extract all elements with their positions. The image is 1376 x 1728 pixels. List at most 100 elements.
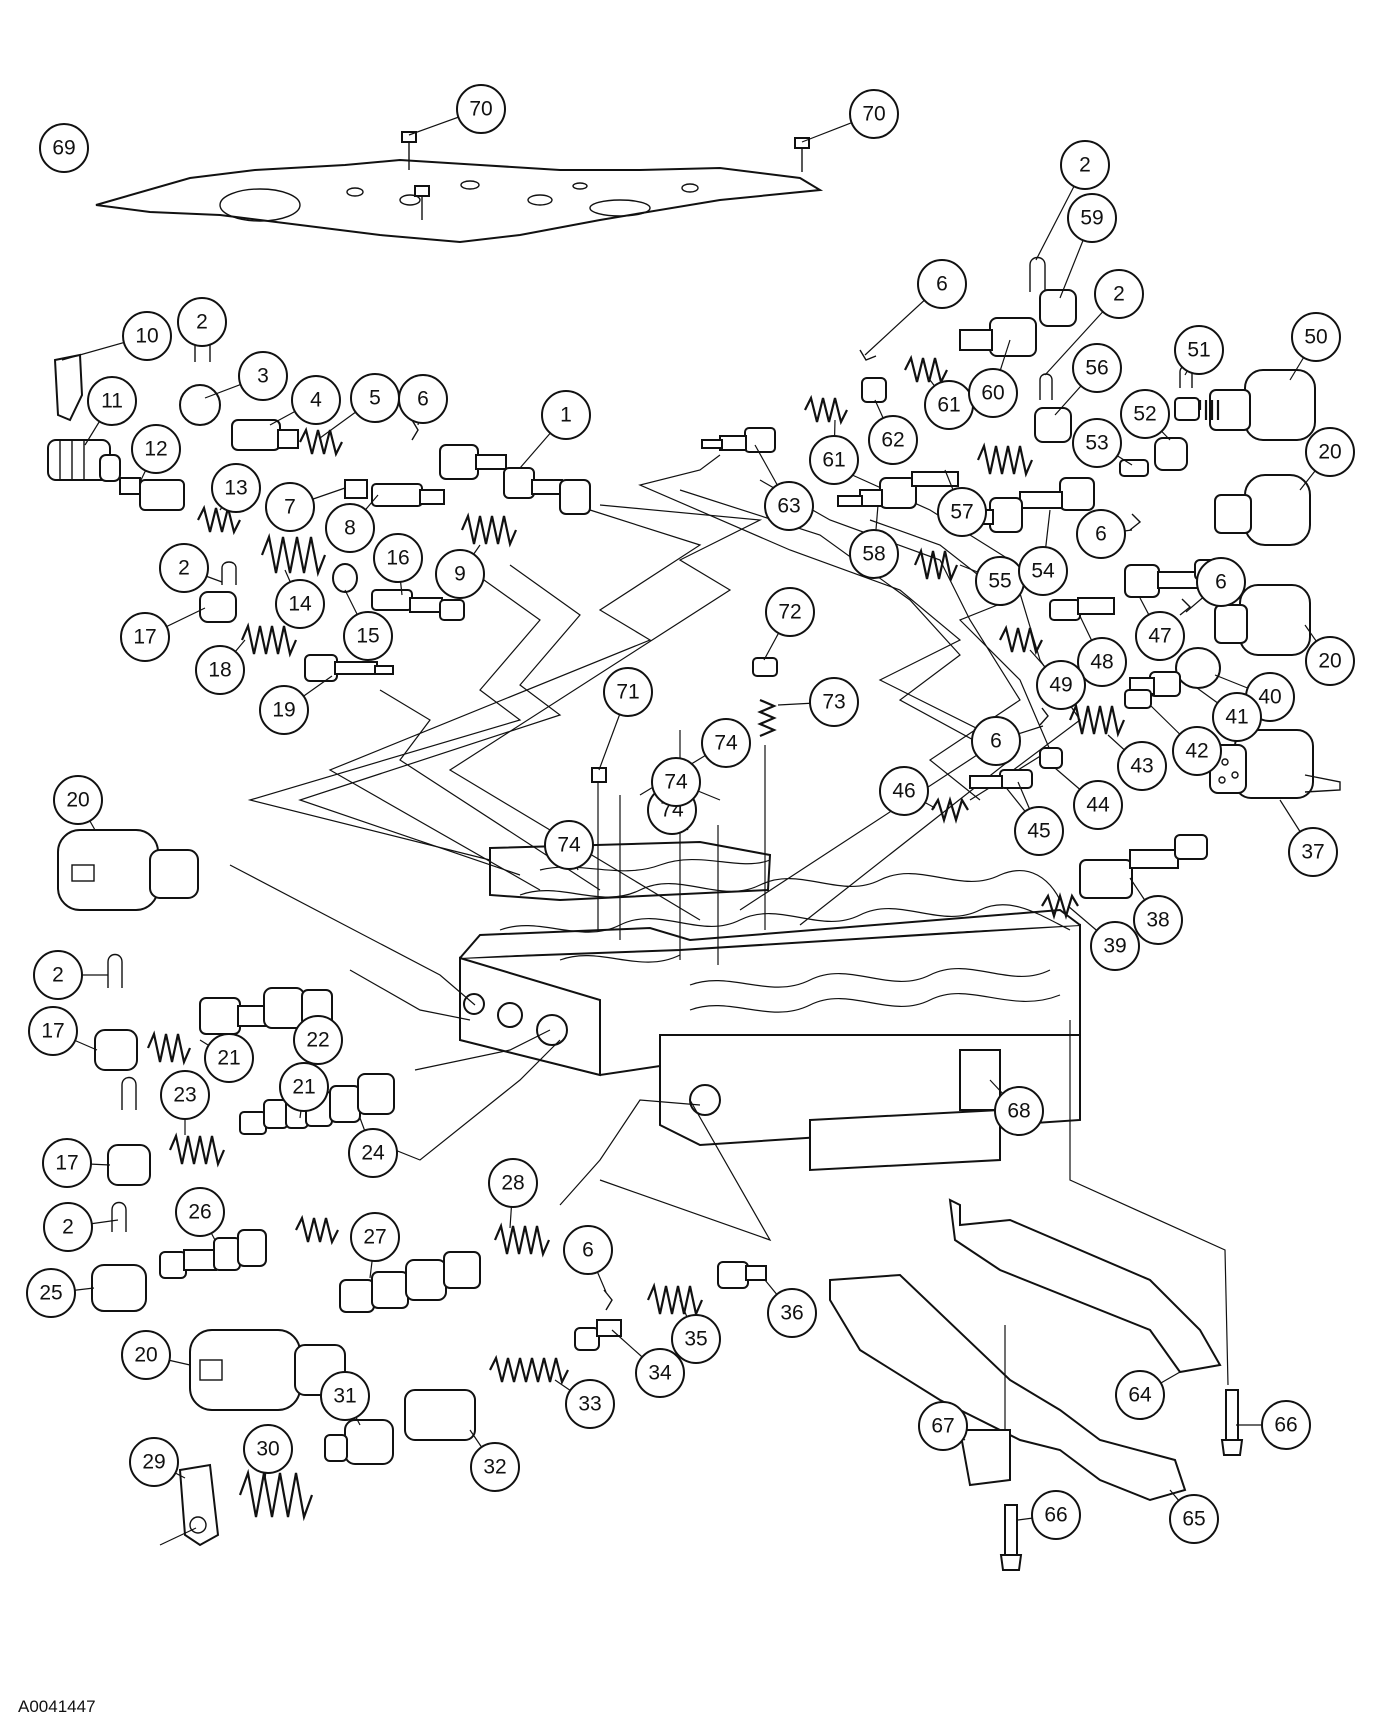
callout-circle xyxy=(348,1128,398,1178)
callout-circle xyxy=(565,1379,615,1429)
right-upper-valves xyxy=(701,256,1341,920)
callout-label: 4 xyxy=(310,389,322,412)
callout-circle xyxy=(265,482,315,532)
callout-label: 53 xyxy=(1085,432,1108,455)
callout-circle xyxy=(1172,726,1222,776)
callout-label: 6 xyxy=(582,1239,594,1262)
callout-label: 50 xyxy=(1304,326,1327,349)
callout-circle xyxy=(1305,636,1355,686)
callout-circle xyxy=(809,677,859,727)
callout-label: 60 xyxy=(981,382,1004,405)
callout-circle xyxy=(28,1006,78,1056)
callout-label: 6 xyxy=(1095,523,1107,546)
callout-circle xyxy=(122,311,172,361)
callout-label: 2 xyxy=(62,1216,74,1239)
callout-label: 38 xyxy=(1146,909,1169,932)
callout-label: 71 xyxy=(616,681,639,704)
callout-label: 40 xyxy=(1258,686,1281,709)
callout-label: 22 xyxy=(306,1029,329,1052)
callout-circle xyxy=(701,718,751,768)
callout-label: 30 xyxy=(256,1438,279,1461)
callout-circle xyxy=(544,820,594,870)
callout-label: 5 xyxy=(369,387,381,410)
callout-circle xyxy=(1018,546,1068,596)
callout-circle xyxy=(121,1330,171,1380)
callout-circle xyxy=(1135,611,1185,661)
callout-circle xyxy=(177,297,227,347)
callout-circle xyxy=(120,612,170,662)
callout-circle xyxy=(293,1015,343,1065)
callout-label: 24 xyxy=(361,1142,385,1165)
callout-circle xyxy=(238,351,288,401)
callout-label: 20 xyxy=(66,789,89,812)
callout-label: 74 xyxy=(714,732,738,755)
callout-label: 66 xyxy=(1274,1414,1297,1437)
callout-label: 6 xyxy=(936,273,948,296)
callout-circle xyxy=(488,1158,538,1208)
callout-label: 10 xyxy=(135,325,158,348)
callout-label: 28 xyxy=(501,1172,524,1195)
callout-label: 70 xyxy=(469,98,492,121)
callout-circle xyxy=(764,481,814,531)
callout-label: 1 xyxy=(560,404,572,427)
callout-circle xyxy=(603,667,653,717)
callout-circle xyxy=(1120,389,1170,439)
callout-label: 61 xyxy=(937,394,960,417)
callout-circle xyxy=(849,89,899,139)
callout-label: 57 xyxy=(950,501,973,524)
callout-label: 44 xyxy=(1086,794,1110,817)
callout-label: 45 xyxy=(1027,820,1050,843)
callout-circle xyxy=(1072,418,1122,468)
callout-label: 17 xyxy=(55,1152,78,1175)
callout-label: 70 xyxy=(862,103,885,126)
callout-label: 56 xyxy=(1085,357,1108,380)
callout-label: 7 xyxy=(284,496,296,519)
callout-label: 26 xyxy=(188,1201,211,1224)
callout-circle xyxy=(456,84,506,134)
callout-circle xyxy=(1094,269,1144,319)
callout-circle xyxy=(195,645,245,695)
callout-circle xyxy=(175,1187,225,1237)
callout-label: 6 xyxy=(990,730,1002,753)
callout-label: 8 xyxy=(344,517,356,540)
callout-circle xyxy=(1305,427,1355,477)
callout-label: 19 xyxy=(272,699,295,722)
callout-circle xyxy=(1212,692,1262,742)
callout-label: 68 xyxy=(1007,1100,1030,1123)
callout-circle xyxy=(1031,1490,1081,1540)
callout-label: 51 xyxy=(1187,339,1210,362)
callout-circle xyxy=(868,415,918,465)
callout-label: 58 xyxy=(862,543,885,566)
callout-label: 74 xyxy=(557,834,581,857)
callout-label: 27 xyxy=(363,1226,386,1249)
callout-circle xyxy=(204,1033,254,1083)
callout-label: 61 xyxy=(822,449,845,472)
callout-label: 32 xyxy=(483,1456,506,1479)
callout-circle xyxy=(43,1202,93,1252)
callout-label: 17 xyxy=(133,626,156,649)
callout-label: 63 xyxy=(777,495,800,518)
callout-label: 54 xyxy=(1031,560,1055,583)
callout-circle xyxy=(635,1348,685,1398)
callout-circle xyxy=(1288,827,1338,877)
figure-code: A0041447 xyxy=(18,1697,96,1716)
callout-label: 47 xyxy=(1148,625,1171,648)
callout-circle xyxy=(129,1437,179,1487)
callout-circle xyxy=(373,533,423,583)
callout-label: 2 xyxy=(196,311,208,334)
callout-label: 66 xyxy=(1044,1504,1067,1527)
callout-circle xyxy=(159,543,209,593)
callout-circle xyxy=(243,1424,293,1474)
callout-circle xyxy=(279,1062,329,1112)
callout-label: 21 xyxy=(217,1047,240,1070)
callout-label: 69 xyxy=(52,137,75,160)
callout-label: 12 xyxy=(144,438,167,461)
brackets xyxy=(829,1049,1244,1571)
callout-label: 20 xyxy=(1318,441,1341,464)
callout-label: 35 xyxy=(684,1328,707,1351)
callout-label: 62 xyxy=(881,429,904,452)
callout-label: 2 xyxy=(178,557,190,580)
valve-body-upper xyxy=(459,840,1081,1172)
callout-label: 17 xyxy=(41,1020,64,1043)
